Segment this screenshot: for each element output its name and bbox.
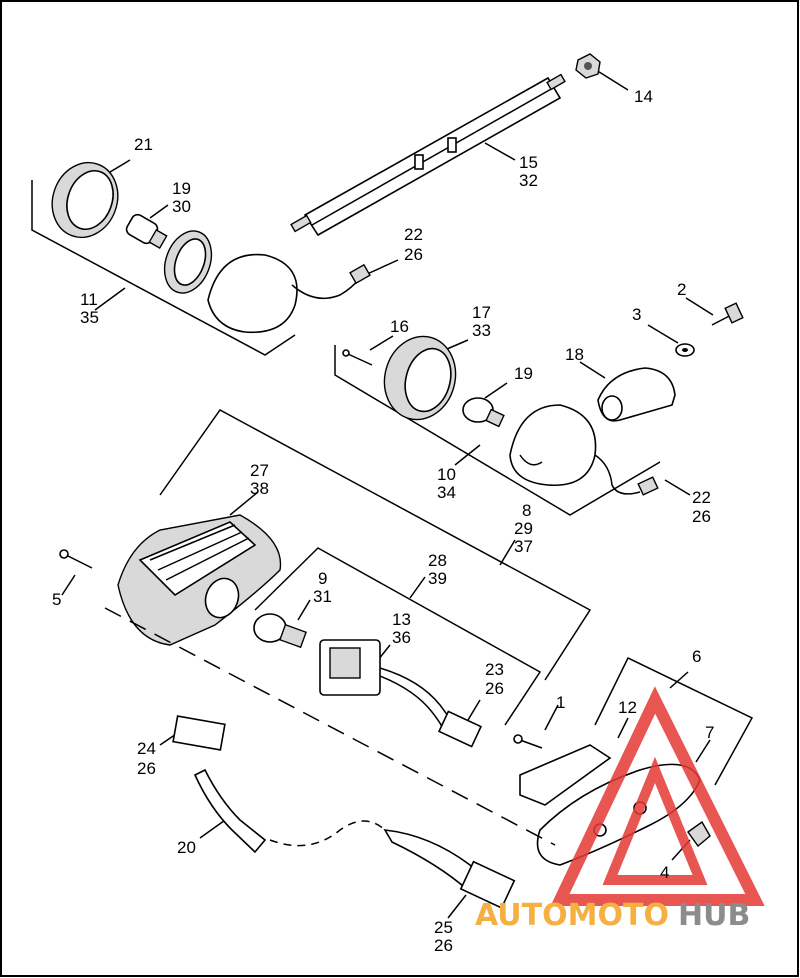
callout-18: 18 — [565, 345, 584, 364]
alignment-dashed-line — [104, 607, 556, 846]
callout-26-d: 26 — [434, 936, 453, 955]
callout-37: 37 — [514, 537, 533, 556]
callout-26-rear: 26 — [692, 507, 711, 526]
assembly-brackets — [31, 180, 754, 786]
callout-2: 2 — [677, 280, 686, 299]
callout-14: 14 — [634, 87, 653, 106]
callout-21: 21 — [134, 135, 153, 154]
callout-25: 25 — [434, 918, 453, 937]
callout-22: 22 — [404, 225, 423, 244]
callout-8: 8 — [522, 501, 531, 520]
callout-29: 29 — [514, 519, 533, 538]
callout-10: 10 — [437, 465, 456, 484]
callout-3: 3 — [632, 305, 641, 324]
callout-5: 5 — [52, 590, 61, 609]
callout-39: 39 — [428, 569, 447, 588]
callout-38: 38 — [250, 479, 269, 498]
callout-9: 9 — [318, 569, 327, 588]
rear-turn-signal-parts — [342, 302, 744, 496]
callout-26: 26 — [404, 245, 423, 264]
callout-26-c: 26 — [137, 759, 156, 778]
wiring-harness-parts — [172, 715, 516, 909]
callout-26-b: 26 — [485, 679, 504, 698]
watermark-text-automoto: AUTOMOTO — [475, 898, 669, 933]
callout-7: 7 — [705, 723, 714, 742]
callout-28: 28 — [428, 551, 447, 570]
callout-23: 23 — [485, 660, 504, 679]
callout-labels: 14 15 32 21 19 30 22 26 11 35 2 3 16 17 … — [52, 87, 714, 955]
front-turn-signal-parts — [51, 161, 371, 334]
callout-35: 35 — [80, 308, 99, 327]
callout-34: 34 — [437, 483, 456, 502]
callout-20: 20 — [177, 838, 196, 857]
callout-27: 27 — [250, 461, 269, 480]
callout-19-rear: 19 — [514, 364, 533, 383]
mounting-bar-part — [290, 73, 566, 237]
callout-36: 36 — [392, 628, 411, 647]
callout-12: 12 — [618, 698, 637, 717]
callout-31: 31 — [313, 587, 332, 606]
callout-16: 16 — [390, 317, 409, 336]
callout-1: 1 — [556, 693, 565, 712]
callout-22-rear: 22 — [692, 488, 711, 507]
callout-15: 15 — [519, 153, 538, 172]
tail-lamp-parts — [59, 514, 483, 748]
watermark-text-hub: HUB — [678, 898, 750, 933]
callout-30: 30 — [172, 197, 191, 216]
callout-13: 13 — [392, 610, 411, 629]
nut-part — [575, 53, 601, 79]
callout-32: 32 — [519, 171, 538, 190]
callout-11: 11 — [80, 290, 98, 309]
callout-6: 6 — [692, 647, 701, 666]
callout-4: 4 — [660, 863, 669, 882]
callout-17: 17 — [472, 303, 491, 322]
callout-33: 33 — [472, 321, 491, 340]
leader-lines — [61, 69, 714, 919]
automotohub-watermark — [550, 686, 765, 906]
callout-24: 24 — [137, 739, 156, 758]
callout-19: 19 — [172, 179, 191, 198]
